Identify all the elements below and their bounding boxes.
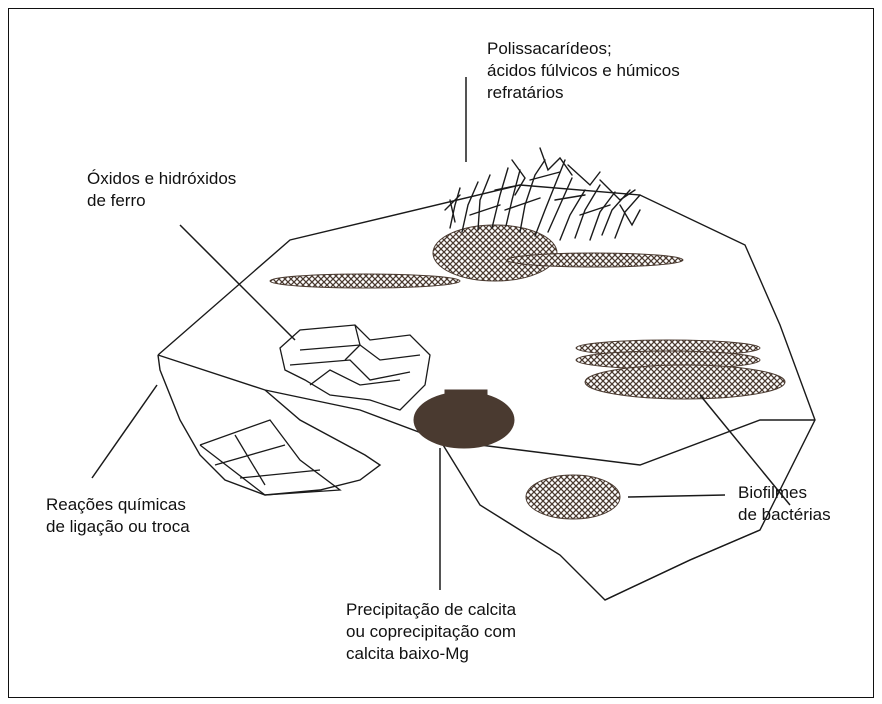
biofilm-lower bbox=[525, 474, 621, 520]
label-line: calcita baixo-Mg bbox=[346, 644, 469, 663]
leader-lines bbox=[91, 77, 791, 590]
label-chemical-reactions: Reações químicas de ligação ou troca bbox=[46, 494, 190, 538]
label-line: de ligação ou troca bbox=[46, 517, 190, 536]
leader-biofilm-upper bbox=[699, 394, 791, 506]
label-calcite: Precipitação de calcita ou coprecipitaçã… bbox=[346, 599, 516, 665]
label-line: Polissacarídeos; bbox=[487, 39, 612, 58]
organic-matter-patches bbox=[269, 224, 786, 520]
patch-left bbox=[269, 273, 461, 289]
label-line: refratários bbox=[487, 83, 564, 102]
label-line: de ferro bbox=[87, 191, 146, 210]
label-line: de bactérias bbox=[738, 505, 831, 524]
patch-top-center bbox=[432, 224, 558, 282]
label-line: Biofilmes bbox=[738, 483, 807, 502]
label-line: ou coprecipitação com bbox=[346, 622, 517, 641]
label-iron-oxides: Óxidos e hidróxidos de ferro bbox=[87, 168, 236, 212]
patch-top-right bbox=[506, 252, 684, 268]
leader-iron-oxides bbox=[179, 224, 296, 341]
plate-structure bbox=[199, 419, 342, 496]
label-line: Precipitação de calcita bbox=[346, 600, 517, 619]
label-biofilms: Biofilmes de bactérias bbox=[738, 482, 831, 526]
label-line: ácidos fúlvicos e húmicos bbox=[487, 61, 680, 80]
calcite-precipitate bbox=[413, 389, 515, 449]
biofilm-layer-3 bbox=[584, 364, 786, 400]
leader-chemical-reactions bbox=[91, 384, 158, 479]
label-line: Óxidos e hidróxidos bbox=[87, 169, 237, 188]
polysaccharide-fibers bbox=[444, 147, 641, 241]
label-line: Reações químicas bbox=[46, 495, 186, 514]
label-polysaccharides: Polissacarídeos; ácidos fúlvicos e húmic… bbox=[487, 38, 680, 104]
leader-biofilm-lower bbox=[627, 494, 726, 498]
iron-oxide-structure bbox=[279, 324, 431, 411]
